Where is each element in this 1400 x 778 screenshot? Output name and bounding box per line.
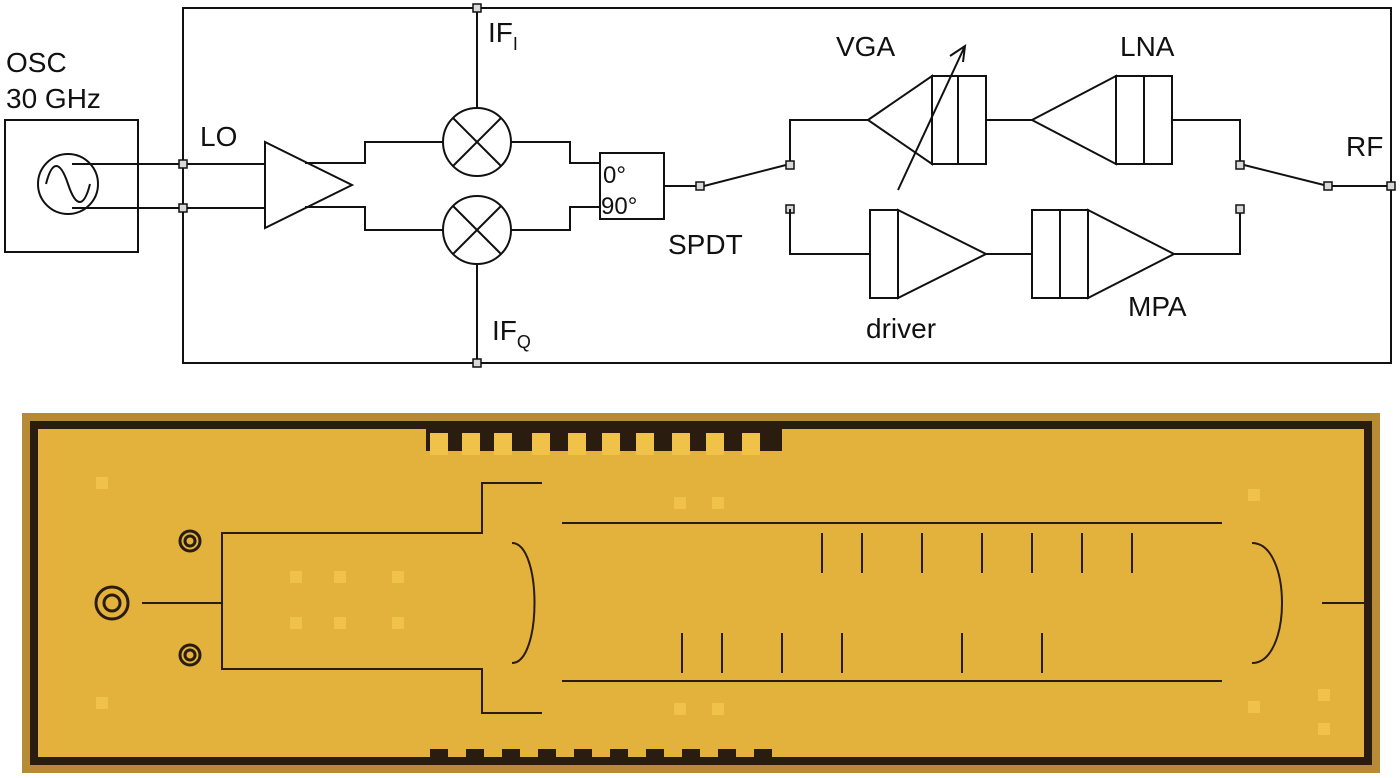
sine-wave-icon (45, 165, 91, 203)
spdt-left-top-port (785, 160, 795, 170)
spdt-right-top-port (1235, 160, 1245, 170)
phase-90-label: 90° (601, 193, 637, 220)
mixer-i (442, 107, 512, 177)
oscillator-box (4, 119, 139, 253)
lna-label: LNA (1120, 31, 1175, 62)
lo-amplifier-triangle (264, 140, 355, 230)
lo-split-bottom (305, 206, 443, 231)
mpa-stage-2 (1059, 209, 1089, 299)
vga-variable-arrow (897, 43, 967, 191)
driver-stage-1 (869, 209, 899, 299)
spdt-left-common-port (695, 181, 705, 191)
transmission-lines (142, 482, 1364, 714)
spdt-label: SPDT (668, 229, 743, 260)
spdt-right-switch-arm (1243, 164, 1329, 187)
oscillator-label-line1: OSC (6, 47, 67, 78)
tx-path-wire-left (789, 209, 870, 255)
quadrature-hybrid-box (599, 152, 665, 220)
spdt-right-bottom-port (1235, 204, 1245, 214)
rx-path-wire-left (789, 119, 868, 161)
rf-port (1386, 181, 1396, 191)
if-i-port (472, 3, 482, 13)
spdt-right-common-port (1323, 181, 1333, 191)
mpa-stage-1 (1031, 209, 1061, 299)
rx-path-wire-right (1172, 119, 1241, 161)
ground-metal (38, 429, 1364, 757)
oscillator-source-icon (37, 153, 99, 215)
via-array (96, 477, 1330, 735)
lo-label: LO (200, 121, 237, 152)
vga-triangle (866, 74, 933, 166)
mixer-q-out (511, 206, 600, 231)
vga-stage-3 (957, 75, 987, 165)
rf-label: RF (1346, 131, 1383, 162)
lo-port-top (178, 159, 188, 169)
mixer-q (442, 195, 512, 265)
spdt-left-switch-arm (703, 164, 787, 187)
vga-label: VGA (836, 31, 895, 62)
oscillator-label-line2: 30 GHz (6, 83, 101, 114)
outer-frame (182, 7, 1392, 364)
mpa-triangle (1087, 208, 1177, 300)
lo-split-top (305, 141, 443, 164)
if-i-label: IFI (488, 17, 518, 54)
spiral-inductors (94, 529, 202, 667)
mpa-label: MPA (1128, 291, 1187, 322)
lo-port-bottom (178, 203, 188, 213)
if-q-port (472, 358, 482, 368)
mixer-i-out (511, 141, 600, 164)
driver-triangle (897, 208, 989, 300)
block-diagram: OSC 30 GHz LO IFI IFQ 0° 90° SPDT (4, 3, 1396, 368)
if-q-label: IFQ (492, 315, 531, 352)
driver-label: driver (866, 313, 936, 344)
lna-stage-3 (1143, 75, 1173, 165)
lna-triangle (1029, 74, 1117, 166)
lna-stage-2 (1115, 75, 1145, 165)
bottom-bond-pads (430, 749, 772, 765)
chip-micrograph (22, 413, 1380, 773)
top-bond-pads (430, 433, 760, 455)
tx-path-wire-right (1174, 209, 1241, 255)
phase-0-label: 0° (603, 162, 626, 189)
